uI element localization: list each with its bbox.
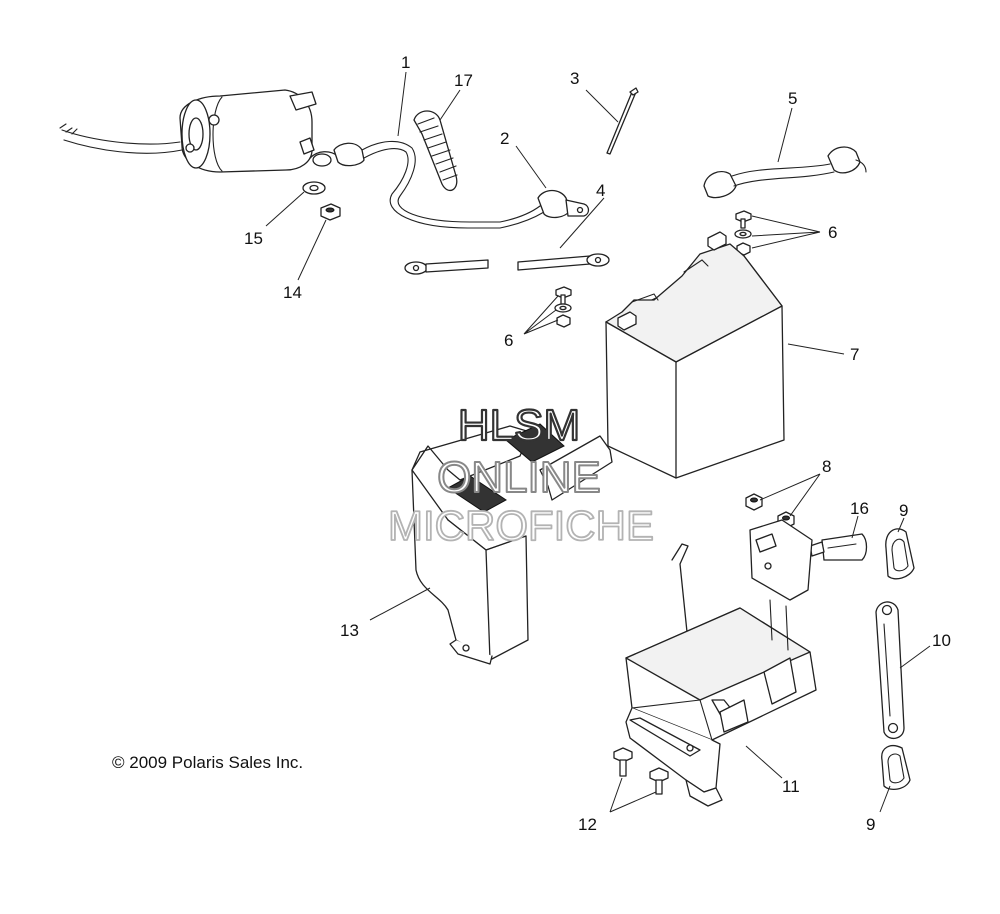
- copyright-notice: © 2009 Polaris Sales Inc.: [112, 753, 303, 772]
- callout-1: 1: [401, 53, 410, 72]
- callout-6-right: 6: [828, 223, 837, 242]
- battery-cover-13: [411, 423, 613, 665]
- watermark-line-3: MICROFICHE: [388, 502, 654, 549]
- battery-7: [605, 231, 785, 479]
- hardware-6-right: [734, 210, 752, 256]
- callout-17: 17: [454, 71, 473, 90]
- wire-loom-17: [413, 110, 458, 192]
- leader-lines: [265, 71, 931, 813]
- callout-10: 10: [932, 631, 951, 650]
- callout-7: 7: [850, 345, 859, 364]
- battery-box-11: [625, 519, 817, 807]
- callout-3: 3: [570, 69, 579, 88]
- bolts-12: [613, 747, 669, 795]
- watermark-line-2: ONLINE: [437, 453, 601, 502]
- clip-16: [809, 533, 868, 561]
- callout-2: 2: [500, 129, 509, 148]
- watermark-line-1: HLSM: [458, 401, 580, 450]
- nut-14: [320, 203, 341, 221]
- cable-2: [499, 189, 590, 229]
- callout-6-left: 6: [504, 331, 513, 350]
- cable-5: [703, 146, 867, 199]
- watermark: HLSM ONLINE MICROFICHE: [387, 400, 655, 550]
- callout-11: 11: [782, 777, 800, 796]
- hardware-6-left: [554, 286, 572, 328]
- callout-15: 15: [244, 229, 263, 248]
- callout-13: 13: [340, 621, 359, 640]
- callout-8: 8: [822, 457, 831, 476]
- ring-9-top: [885, 528, 915, 580]
- callout-16: 16: [850, 499, 869, 518]
- callout-12: 12: [578, 815, 597, 834]
- ground-strap-4: [404, 253, 610, 275]
- callout-14: 14: [283, 283, 302, 302]
- ring-9-bottom: [881, 745, 911, 791]
- callout-5: 5: [788, 89, 797, 108]
- link-10: [875, 601, 905, 739]
- callout-9-top: 9: [899, 501, 908, 520]
- starter-cable: [309, 140, 501, 229]
- callout-4: 4: [596, 181, 605, 200]
- callout-labels: 1 17 3 2 4 5 6 6 7 8 16 9 10 13 11 12 9 …: [244, 53, 951, 834]
- callout-9-bottom: 9: [866, 815, 875, 834]
- tie-strap-3: [606, 87, 639, 155]
- starter-motor: [59, 89, 317, 173]
- washer-15: [302, 181, 326, 195]
